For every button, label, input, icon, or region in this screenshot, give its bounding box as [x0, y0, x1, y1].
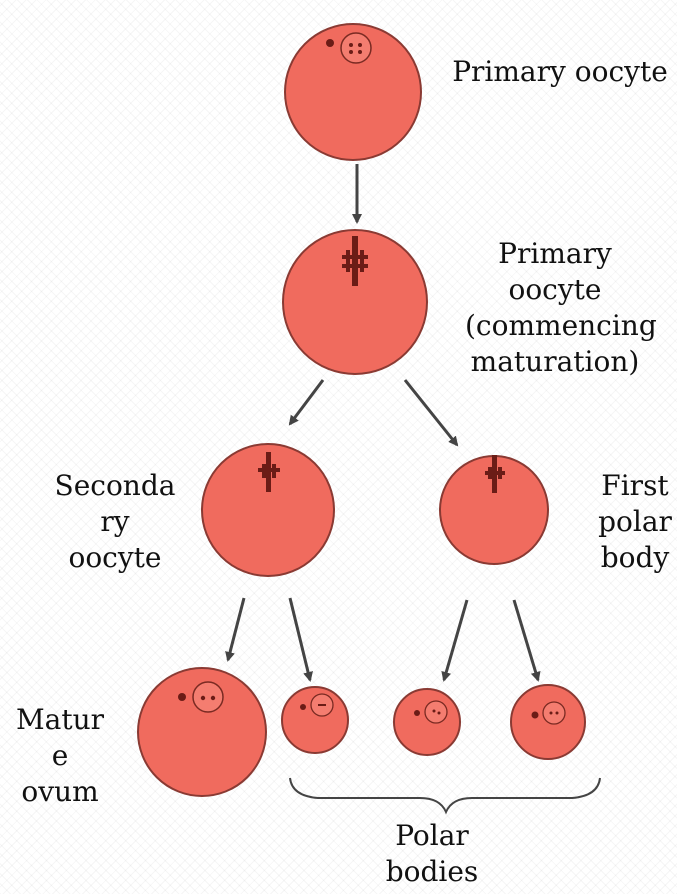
label-primary-oocyte-commencing: Primary oocyte (commencing maturation): [465, 236, 645, 380]
polar-body-2-cell: [394, 689, 460, 755]
label-secondary-oocyte: Seconda ry oocyte: [40, 468, 190, 576]
arrow-first-polar-to-polar-body-3: [514, 600, 538, 680]
nucleus: [193, 682, 223, 712]
arrow-commencing-to-secondary: [290, 380, 323, 424]
first-polar-body-cell: [440, 455, 548, 564]
polar-body-3-cell: [511, 685, 585, 759]
nucleolus: [326, 39, 334, 47]
arrow-commencing-to-first-polar: [405, 380, 457, 445]
primary-oocyte-commencing-cell: [283, 230, 427, 374]
nucleus: [341, 33, 371, 63]
mature-ovum-cell: [138, 668, 266, 796]
arrow-secondary-to-ovum: [228, 598, 244, 660]
label-first-polar-body: First polar body: [590, 468, 677, 576]
nucleolus: [178, 693, 186, 701]
polar-body-1-cell: [282, 687, 348, 753]
primary-oocyte-cell: [285, 24, 421, 160]
arrow-first-polar-to-polar-body-2: [444, 600, 467, 680]
arrow-secondary-to-polar-body-1: [290, 598, 310, 680]
secondary-oocyte-cell: [202, 444, 334, 576]
polar-bodies-brace: [290, 778, 600, 812]
label-polar-bodies: Polar bodies: [362, 818, 502, 890]
label-mature-ovum: Matur e ovum: [5, 702, 115, 810]
label-primary-oocyte: Primary oocyte: [450, 54, 670, 90]
